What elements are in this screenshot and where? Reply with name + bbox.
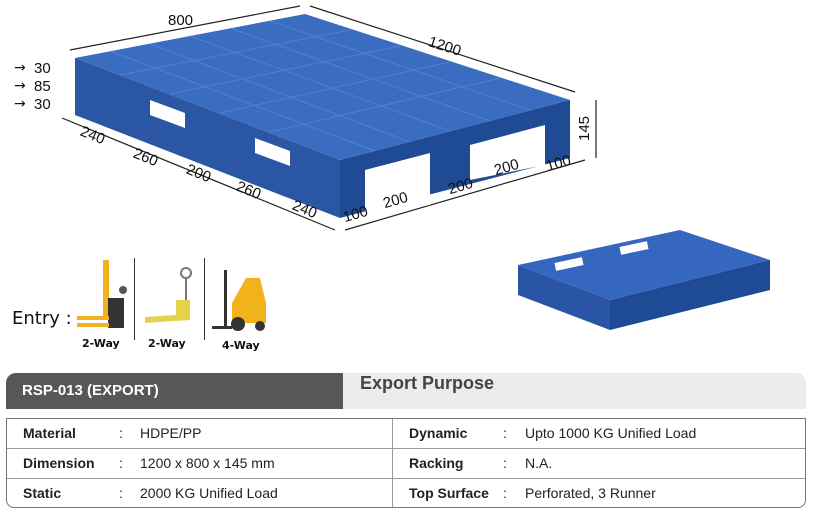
spec-value: HDPE/PP <box>140 425 202 441</box>
entry-way-label: 2-Way <box>82 337 120 350</box>
colon: : <box>119 485 123 501</box>
table-row: Dimension : 1200 x 800 x 145 mm Racking … <box>7 449 805 479</box>
divider <box>204 258 205 340</box>
arrow-icon: → <box>14 96 26 112</box>
dim-layer: 30 <box>34 96 51 113</box>
table-row: Static : 2000 KG Unified Load Top Surfac… <box>7 479 805 508</box>
table-row: Material : HDPE/PP Dynamic : Upto 1000 K… <box>7 419 805 449</box>
dim-height: 145 <box>576 115 594 142</box>
pallet-jack-icon <box>145 267 192 323</box>
pallet-photo <box>518 230 770 330</box>
divider <box>134 258 135 340</box>
spec-value: Perforated, 3 Runner <box>525 485 656 501</box>
spec-label: Material <box>23 425 76 441</box>
spec-label: Dimension <box>23 455 95 471</box>
dim-width: 800 <box>168 12 194 29</box>
arrow-icon: → <box>14 78 26 94</box>
spec-label: Racking <box>409 455 464 471</box>
entry-label: Entry : <box>12 308 72 329</box>
entry-way-label: 4-Way <box>222 339 260 352</box>
colon: : <box>119 455 123 471</box>
stacker-icon <box>77 260 127 328</box>
pallet-diagram <box>61 5 597 231</box>
colon: : <box>503 485 507 501</box>
colon: : <box>119 425 123 441</box>
dim-layer: 30 <box>34 60 51 77</box>
spec-label: Dynamic <box>409 425 468 441</box>
spec-label: Static <box>23 485 62 501</box>
colon: : <box>503 425 507 441</box>
colon: : <box>503 455 507 471</box>
spec-label: Top Surface <box>409 485 489 501</box>
spec-value: N.A. <box>525 455 553 471</box>
spec-table: Material : HDPE/PP Dynamic : Upto 1000 K… <box>6 418 806 508</box>
spec-value: Upto 1000 KG Unified Load <box>525 425 697 441</box>
spec-value: 2000 KG Unified Load <box>140 485 278 501</box>
purpose-title: Export Purpose <box>360 373 495 393</box>
entry-way-label: 2-Way <box>148 337 186 350</box>
forklift-icon <box>212 270 266 331</box>
column-divider <box>392 419 393 507</box>
spec-value: 1200 x 800 x 145 mm <box>140 455 275 471</box>
dim-layer: 85 <box>34 78 51 95</box>
model-name: RSP-013 (EXPORT) <box>6 373 343 409</box>
arrow-icon: → <box>14 60 26 76</box>
product-header: RSP-013 (EXPORT) Export Purpose <box>6 373 806 409</box>
